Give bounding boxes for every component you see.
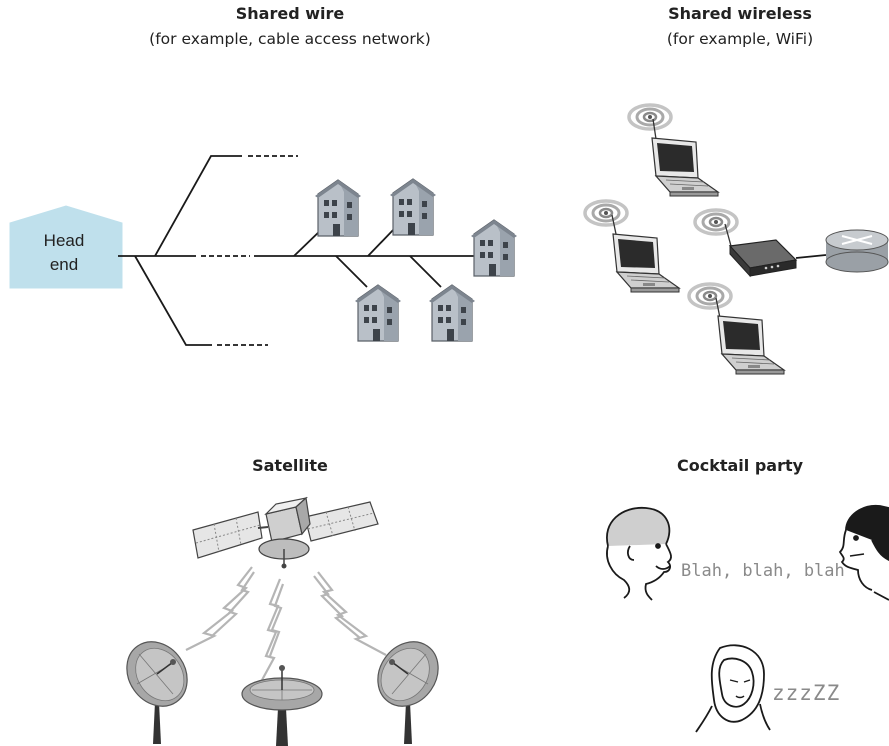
house-icon	[428, 284, 476, 342]
satellite-icon	[192, 496, 379, 569]
cocktail-party-title: Cocktail party	[676, 456, 804, 475]
shared-wire-subtitle: (for example, cable access network)	[149, 30, 431, 48]
wifi-waves-icon	[687, 282, 733, 310]
house-icon	[354, 284, 402, 342]
shared-wire-title: Shared wire	[235, 4, 345, 23]
person-face-icon	[606, 507, 672, 601]
person-face-icon	[838, 504, 889, 601]
cocktail-snore-text: zzzZZ	[772, 681, 840, 705]
head-end-label-line1: Head	[44, 231, 85, 250]
laptop-icon	[651, 137, 719, 197]
ap-router-link	[795, 254, 827, 259]
person-face-icon	[695, 644, 771, 733]
access-point-icon	[728, 239, 798, 278]
house-icon	[314, 179, 362, 237]
dish-antenna-icon	[113, 629, 201, 745]
house-icon	[389, 178, 437, 236]
head-end-building: Head end	[9, 205, 123, 289]
cable-continuation-dashes	[201, 155, 298, 346]
head-end-label-line2: end	[50, 255, 78, 274]
shared-wireless-subtitle: (for example, WiFi)	[666, 30, 814, 48]
cocktail-speech-text: Blah, blah, blah	[681, 561, 845, 581]
dish-antenna-icon	[241, 665, 323, 746]
wifi-waves-icon	[627, 103, 673, 131]
shared-wireless-title: Shared wireless	[668, 4, 812, 23]
wifi-waves-icon	[693, 208, 739, 236]
laptop-icon	[717, 315, 785, 375]
satellite-title: Satellite	[252, 456, 328, 475]
laptop-icon	[612, 233, 680, 293]
lightning-signal-icon	[185, 566, 387, 681]
wifi-waves-icon	[583, 199, 629, 227]
dish-antenna-icon	[364, 629, 452, 745]
house-icon	[470, 219, 518, 277]
router-icon	[825, 229, 889, 273]
